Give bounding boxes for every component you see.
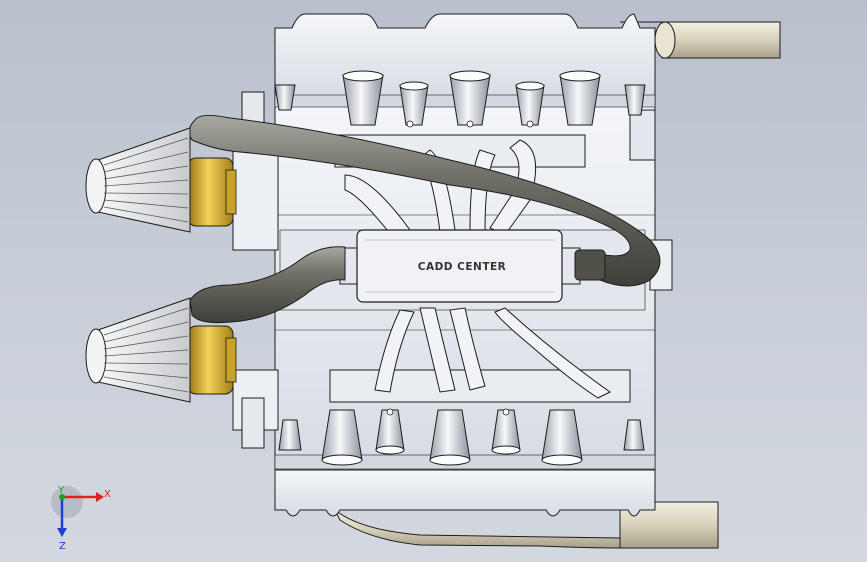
intake-stacks-top[interactable] <box>274 70 646 128</box>
exhaust-pipe-top[interactable] <box>620 21 781 59</box>
x-axis-arrowhead <box>96 492 104 502</box>
engine-block[interactable] <box>274 13 656 517</box>
y-axis-point <box>59 494 65 500</box>
exhaust-pipe-bottom[interactable] <box>334 501 719 549</box>
plenum-box[interactable]: CADD CENTER <box>339 229 581 303</box>
coolant-pipe-upper[interactable] <box>188 114 661 287</box>
coordinate-triad: X Y Z <box>51 485 111 552</box>
air-filter-bottom[interactable] <box>85 297 191 403</box>
z-axis-label: Z <box>59 541 66 552</box>
z-axis-arrowhead <box>57 528 67 537</box>
coolant-pipe-lower[interactable] <box>189 246 346 324</box>
engraving-text: CADD CENTER <box>418 261 507 273</box>
right-bracket-top[interactable] <box>629 109 656 161</box>
timing-cover[interactable] <box>232 91 279 449</box>
air-filter-top[interactable] <box>85 127 191 233</box>
filter-adapter-bottom[interactable] <box>187 325 237 395</box>
filter-adapter-top[interactable] <box>187 157 237 227</box>
intake-stacks-bottom[interactable] <box>278 408 645 466</box>
x-axis-label: X <box>104 489 111 500</box>
y-axis-label: Y <box>57 485 65 496</box>
